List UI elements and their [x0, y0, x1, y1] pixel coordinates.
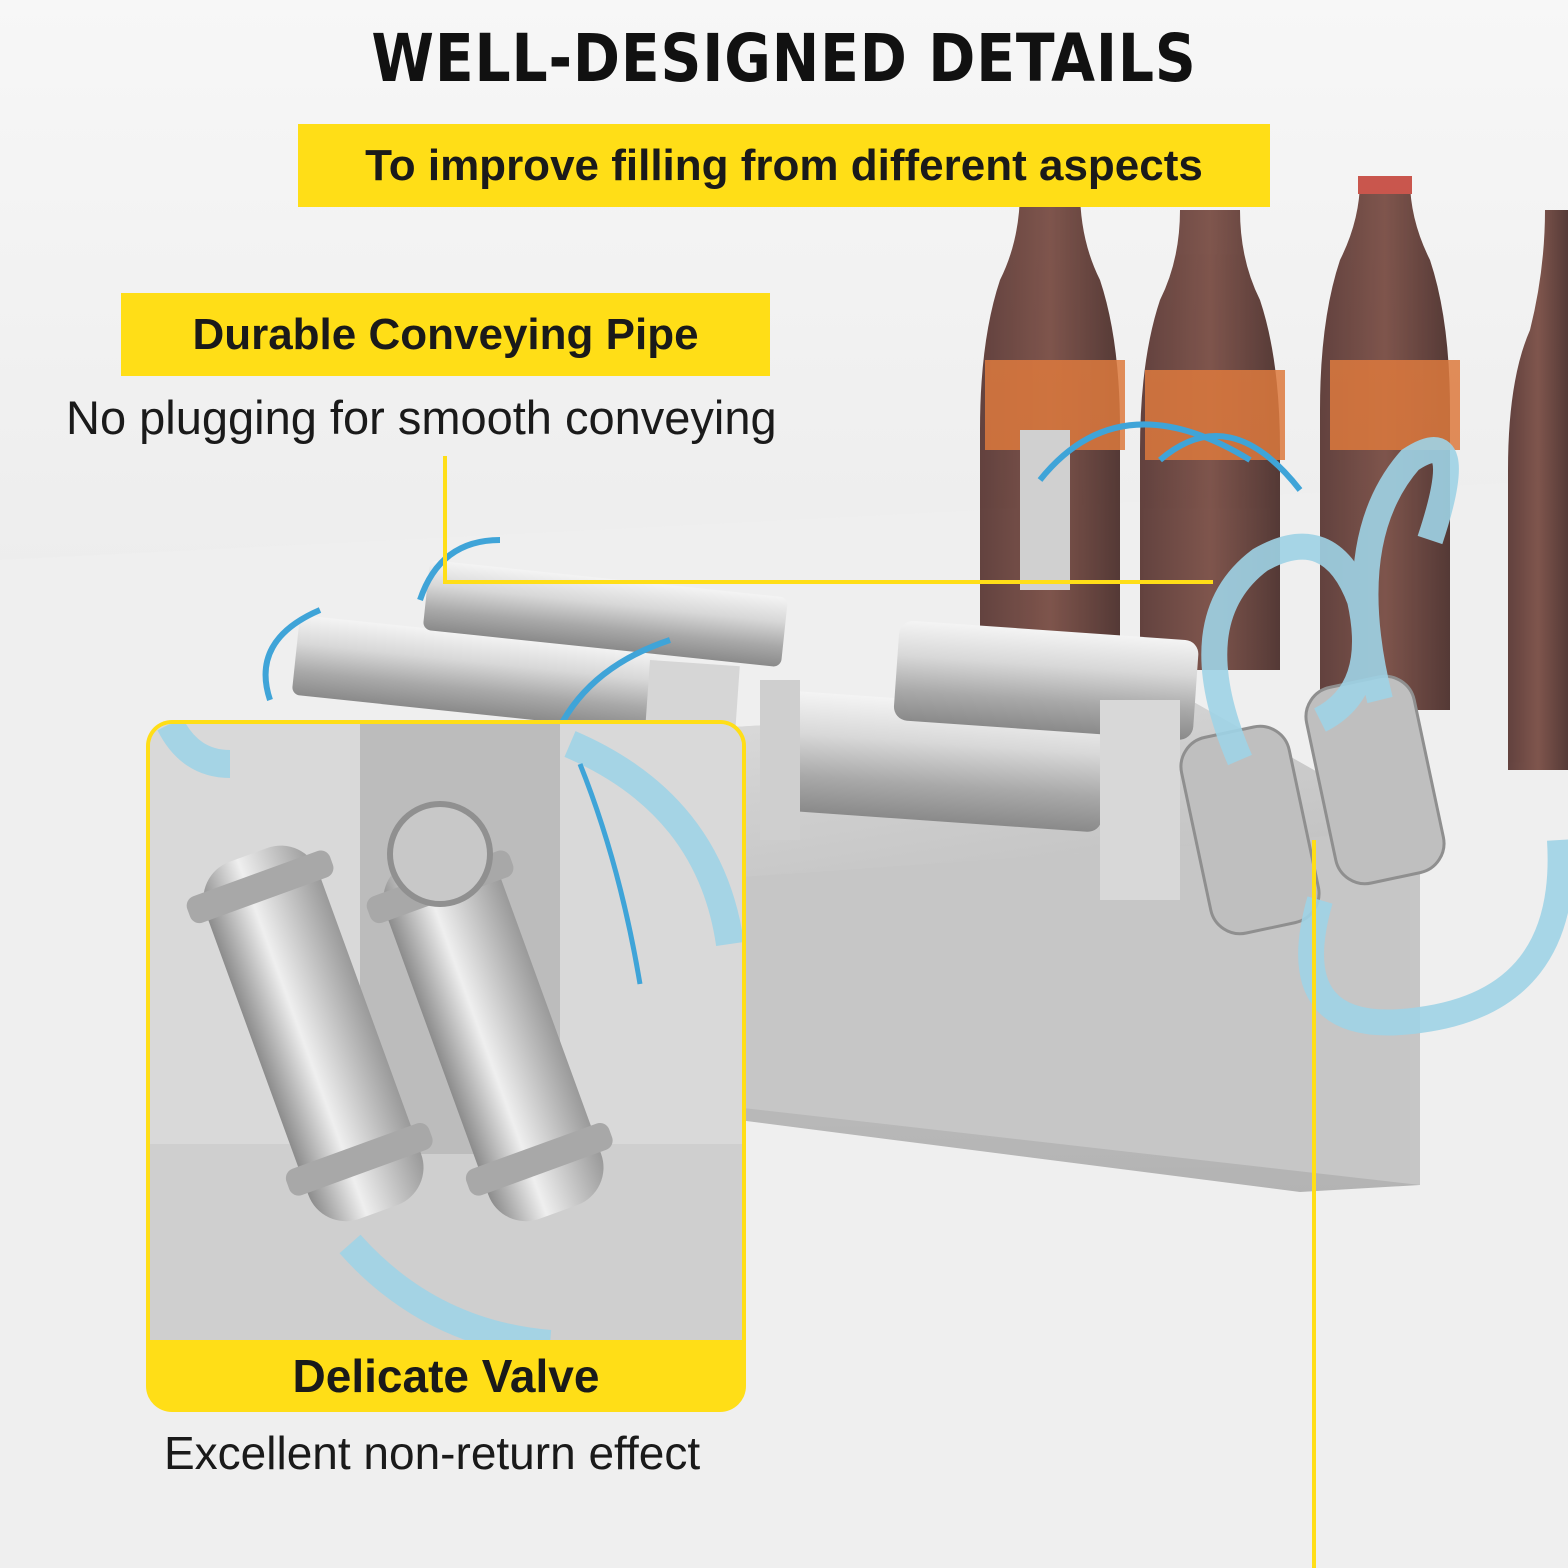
feature-label-text: Durable Conveying Pipe	[192, 309, 699, 359]
pipe-callout-vertical-line	[443, 456, 447, 584]
valve-closeup-photo	[150, 724, 742, 1340]
page-title: WELL-DESIGNED DETAILS	[371, 20, 1197, 97]
feature-description-valve: Excellent non-return effect	[164, 1427, 701, 1479]
feature-label-pipe: Durable Conveying Pipe	[121, 293, 770, 376]
valve-inset-card: Delicate Valve	[146, 720, 746, 1412]
pipe-callout-horizontal-line	[443, 580, 1213, 584]
feature-label-valve: Delicate Valve	[146, 1340, 746, 1412]
valve-callout-vertical-line	[1312, 840, 1316, 1568]
subtitle-text: To improve filling from different aspect…	[365, 140, 1203, 190]
feature-label-text: Delicate Valve	[292, 1350, 600, 1402]
feature-description-pipe: No plugging for smooth conveying	[66, 391, 777, 444]
subtitle-banner: To improve filling from different aspect…	[298, 124, 1270, 207]
